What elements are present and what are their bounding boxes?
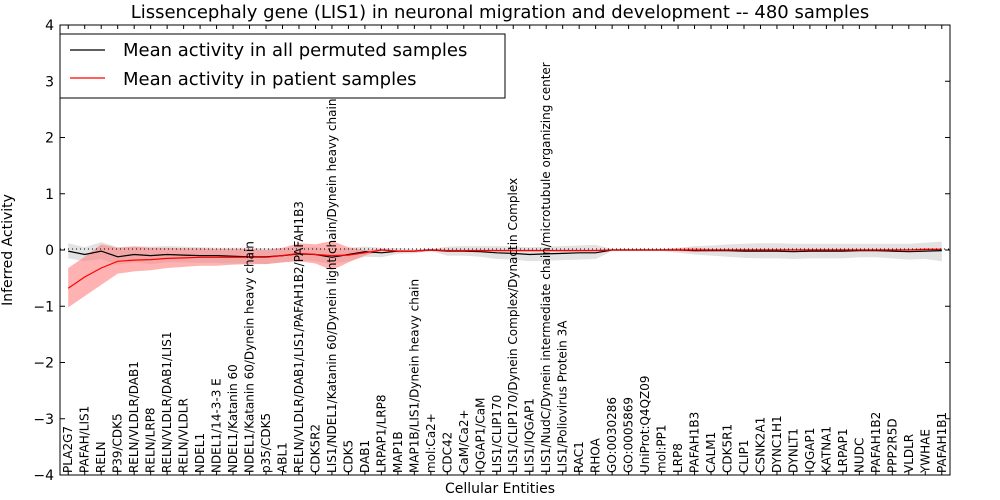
x-tick-label: P39/CDK5 bbox=[111, 413, 125, 473]
x-tick-label: CDK5 bbox=[341, 440, 355, 473]
x-tick-label: IQGAP1/CaM bbox=[473, 398, 487, 474]
x-tick-label: RELN/VLDLR bbox=[177, 398, 191, 473]
x-tick-label: DYNLT1 bbox=[786, 428, 800, 473]
x-tick-label: NDEL1 bbox=[193, 433, 207, 473]
x-tick-label: YWHAE bbox=[918, 429, 932, 474]
x-tick-label: PLA2G7 bbox=[61, 426, 75, 473]
x-tick-label: LIS1/CLIP170/Dynein Complex/Dynactin Com… bbox=[506, 178, 520, 473]
x-tick-label: DAB1 bbox=[358, 440, 372, 473]
x-tick-label: CALM1 bbox=[704, 432, 718, 473]
chart-title: Lissencephaly gene (LIS1) in neuronal mi… bbox=[131, 2, 870, 23]
x-tick-label: mol:PP1 bbox=[655, 425, 669, 474]
x-tick-label: RELN bbox=[94, 441, 108, 473]
y-tick-label: 1 bbox=[45, 187, 54, 203]
y-tick-label: 2 bbox=[45, 131, 54, 147]
x-tick-label: CDK5R2 bbox=[309, 424, 323, 473]
y-tick-label: −2 bbox=[33, 356, 54, 372]
y-tick-label: −3 bbox=[33, 412, 54, 428]
x-tick-label: PPP2R5D bbox=[885, 418, 899, 473]
x-tick-label: CLIP1 bbox=[737, 440, 751, 473]
x-tick-label: NUDC bbox=[852, 438, 866, 473]
x-tick-label: LRPAP1/LRP8 bbox=[374, 394, 388, 473]
x-tick-label: UniProt:Q4QZ09 bbox=[638, 375, 652, 473]
y-tick-label: −1 bbox=[33, 299, 54, 315]
x-tick-label: p35/CDK5 bbox=[259, 413, 273, 473]
x-tick-label: MAP1B bbox=[391, 431, 405, 473]
legend-box bbox=[59, 33, 506, 99]
x-tick-label: ABL1 bbox=[276, 442, 290, 473]
x-tick-label: NDEL1/Katanin 60 bbox=[226, 364, 240, 473]
legend-label-patient: Mean activity in patient samples bbox=[123, 69, 417, 90]
series-line-permuted bbox=[68, 249, 942, 258]
y-tick-label: −4 bbox=[33, 468, 54, 484]
x-tick-label: IQGAP1 bbox=[803, 428, 817, 473]
x-tick-label: RELN/VLDLR/DAB1/LIS1/PAFAH1B2/PAFAH1B3 bbox=[292, 201, 306, 473]
x-tick-label: LIS1/NDEL1/Katanin 60/Dynein light chain… bbox=[325, 99, 339, 473]
x-tick-label: PAFAH/LIS1 bbox=[78, 406, 92, 473]
x-tick-label: CDC42 bbox=[440, 432, 454, 473]
x-tick-label: RHOA bbox=[589, 437, 603, 473]
x-axis-label: Cellular Entities bbox=[445, 481, 555, 497]
x-tick-label: NDEL1/14-3-3 E bbox=[210, 378, 224, 473]
x-tick-label: LRP8 bbox=[671, 443, 685, 473]
x-tick-label: KATNA1 bbox=[819, 426, 833, 473]
x-tick-label: LIS1/NudC/Dynein intermediate chain/micr… bbox=[539, 62, 553, 473]
legend-label-permuted: Mean activity in all permuted samples bbox=[123, 40, 467, 61]
x-tick-label: PAFAH1B3 bbox=[688, 412, 702, 473]
x-tick-label: RELN/VLDLR/DAB1 bbox=[127, 361, 141, 473]
series-line-patient bbox=[67, 248, 942, 289]
x-tick-label: NDEL1/Katanin 60/Dynein heavy chain bbox=[243, 241, 257, 473]
x-tick-label: mol:Ca2+ bbox=[424, 413, 438, 473]
series-lines bbox=[67, 248, 942, 289]
y-axis-label: Inferred Activity bbox=[0, 194, 16, 306]
x-tick-label: MAP1B/LIS1/Dynein heavy chain bbox=[407, 279, 421, 473]
x-tick-label: GO:0030286 bbox=[605, 397, 619, 473]
x-tick-label: LRPAP1 bbox=[836, 428, 850, 473]
x-tick-label: RELN/VLDLR/DAB1/LIS1 bbox=[160, 332, 174, 473]
legend: Mean activity in all permuted samples Me… bbox=[59, 33, 506, 99]
x-tick-label: LIS1/IQGAP1 bbox=[523, 398, 537, 473]
x-tick-label: GO:0005869 bbox=[622, 397, 636, 473]
y-tick-label: 4 bbox=[45, 18, 54, 34]
x-tick-label: RAC1 bbox=[572, 441, 586, 473]
y-tick-label: 0 bbox=[45, 243, 54, 259]
x-tick-label: PAFAH1B2 bbox=[869, 412, 883, 473]
x-tick-label: CSNK2A1 bbox=[754, 417, 768, 473]
x-tick-label: PAFAH1B1 bbox=[935, 412, 949, 473]
x-tick-label: DYNC1H1 bbox=[770, 415, 784, 473]
x-tick-label: RELN/LRP8 bbox=[144, 407, 158, 473]
x-tick-label: LIS1/Poliovirus Protein 3A bbox=[556, 320, 570, 473]
y-tick-label: 3 bbox=[45, 74, 54, 90]
band-patient bbox=[68, 241, 942, 308]
x-tick-label: VLDLR bbox=[902, 434, 916, 473]
x-tick-label: LIS1/CLIP170 bbox=[490, 395, 504, 473]
y-axis-ticks: −4 −3 −2 −1 0 1 2 3 4 bbox=[33, 18, 950, 484]
x-tick-label: CDK5R1 bbox=[721, 424, 735, 473]
x-tick-label: CaM/Ca2+ bbox=[457, 409, 471, 473]
